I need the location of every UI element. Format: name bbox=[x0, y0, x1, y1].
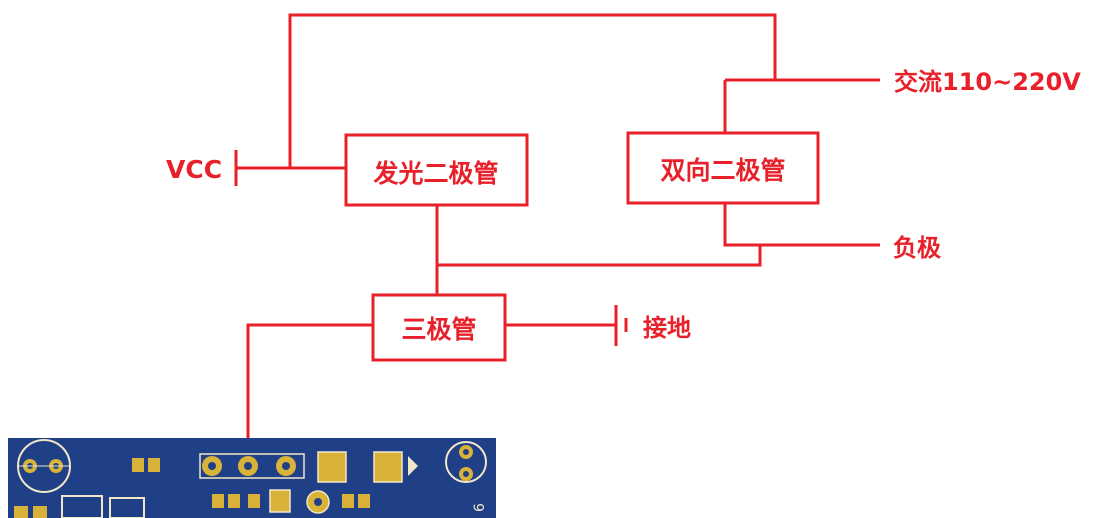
transistor-label: 三极管 bbox=[401, 315, 476, 344]
wire-to-pcb bbox=[246, 323, 374, 462]
triac-box: 双向二极管 bbox=[626, 131, 820, 205]
led-box: 发光二极管 bbox=[344, 133, 529, 207]
ac-label: 交流110~220V bbox=[894, 68, 1081, 96]
wires bbox=[234, 13, 880, 462]
led-label: 发光二极管 bbox=[372, 159, 498, 188]
wire-top-loop bbox=[288, 13, 777, 168]
triac-label: 双向二极管 bbox=[660, 156, 785, 185]
ground-label: 接地 bbox=[643, 314, 691, 342]
wire-negative bbox=[723, 203, 880, 247]
transistor-box: 三极管 bbox=[371, 293, 507, 362]
pcb-silk-text: 6 bbox=[472, 503, 488, 512]
pcb-image: 6 bbox=[8, 438, 496, 518]
negative-label: 负极 bbox=[893, 234, 941, 262]
wire-middle bbox=[437, 245, 762, 267]
vcc-label: VCC bbox=[166, 155, 222, 184]
